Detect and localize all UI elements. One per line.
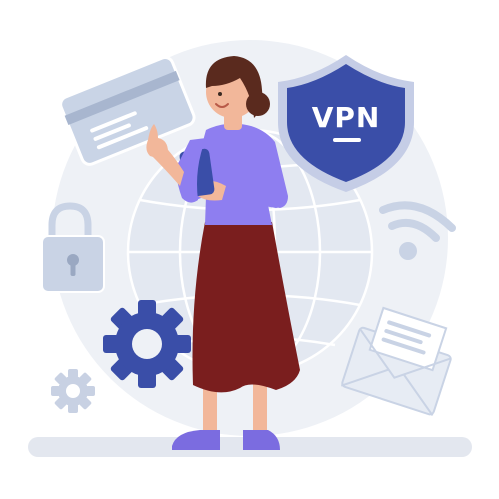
left-arm: [176, 138, 206, 203]
skirt: [192, 222, 300, 393]
eye: [218, 92, 222, 96]
envelope-icon: [340, 306, 452, 416]
padlock-icon: [41, 202, 105, 293]
vpn-shield-icon: VPN: [278, 55, 414, 192]
shield-label: VPN: [312, 101, 381, 134]
small-gear-icon: [51, 369, 95, 413]
smile: [215, 103, 229, 108]
right-leg: [253, 380, 267, 438]
woman-figure: [146, 56, 300, 450]
left-shoe: [172, 430, 220, 450]
left-leg: [203, 380, 217, 438]
right-arm: [218, 150, 287, 208]
right-shoe: [243, 430, 280, 450]
credit-card-icon: [59, 55, 196, 166]
wifi-icon: [379, 201, 456, 260]
left-hand: [146, 124, 168, 158]
hair: [205, 56, 263, 118]
hair-bun: [246, 92, 270, 116]
gear-icon: [103, 300, 191, 388]
